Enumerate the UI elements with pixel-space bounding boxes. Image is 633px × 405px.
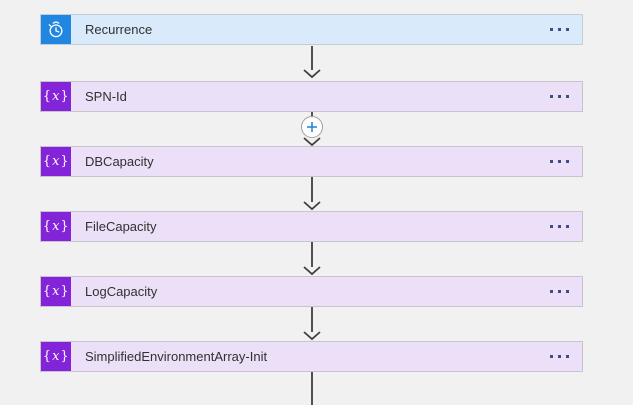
ellipsis-icon	[550, 28, 553, 31]
node-label: FileCapacity	[85, 219, 157, 234]
variable-x-icon: {x}	[41, 147, 71, 176]
node-menu-button[interactable]	[537, 15, 582, 44]
connector-line	[300, 372, 324, 405]
connector-arrow	[300, 46, 324, 79]
flow-node-dbcapacity[interactable]: {x} DBCapacity	[40, 146, 583, 177]
connector-arrow-with-insert	[300, 112, 324, 146]
ellipsis-icon	[550, 290, 553, 293]
flow-node-logcapacity[interactable]: {x} LogCapacity	[40, 276, 583, 307]
plus-icon	[307, 122, 317, 132]
variable-x-icon: {x}	[41, 212, 71, 241]
connector-arrow	[300, 307, 324, 341]
flow-node-recurrence[interactable]: Recurrence	[40, 14, 583, 45]
node-label: SPN-Id	[85, 89, 127, 104]
recurrence-clock-icon	[41, 15, 71, 44]
node-menu-button[interactable]	[537, 212, 582, 241]
node-label: SimplifiedEnvironmentArray-Init	[85, 349, 268, 364]
ellipsis-icon	[550, 225, 553, 228]
insert-step-button[interactable]	[301, 116, 323, 138]
node-menu-button[interactable]	[537, 342, 582, 371]
connector-arrow	[300, 242, 324, 276]
node-label: LogCapacity	[85, 284, 158, 299]
node-menu-button[interactable]	[537, 82, 582, 111]
variable-x-icon: {x}	[41, 342, 71, 371]
variable-x-icon: {x}	[41, 82, 71, 111]
variable-x-icon: {x}	[41, 277, 71, 306]
node-label: Recurrence	[85, 22, 153, 37]
node-menu-button[interactable]	[537, 147, 582, 176]
ellipsis-icon	[550, 160, 553, 163]
ellipsis-icon	[550, 355, 553, 358]
flow-node-spn-id[interactable]: {x} SPN-Id	[40, 81, 583, 112]
node-menu-button[interactable]	[537, 277, 582, 306]
node-label: DBCapacity	[85, 154, 154, 169]
flow-node-simplifiedenvironmentarray-init[interactable]: {x} SimplifiedEnvironmentArray-Init	[40, 341, 583, 372]
connector-arrow	[300, 177, 324, 211]
ellipsis-icon	[550, 95, 553, 98]
flow-node-filecapacity[interactable]: {x} FileCapacity	[40, 211, 583, 242]
